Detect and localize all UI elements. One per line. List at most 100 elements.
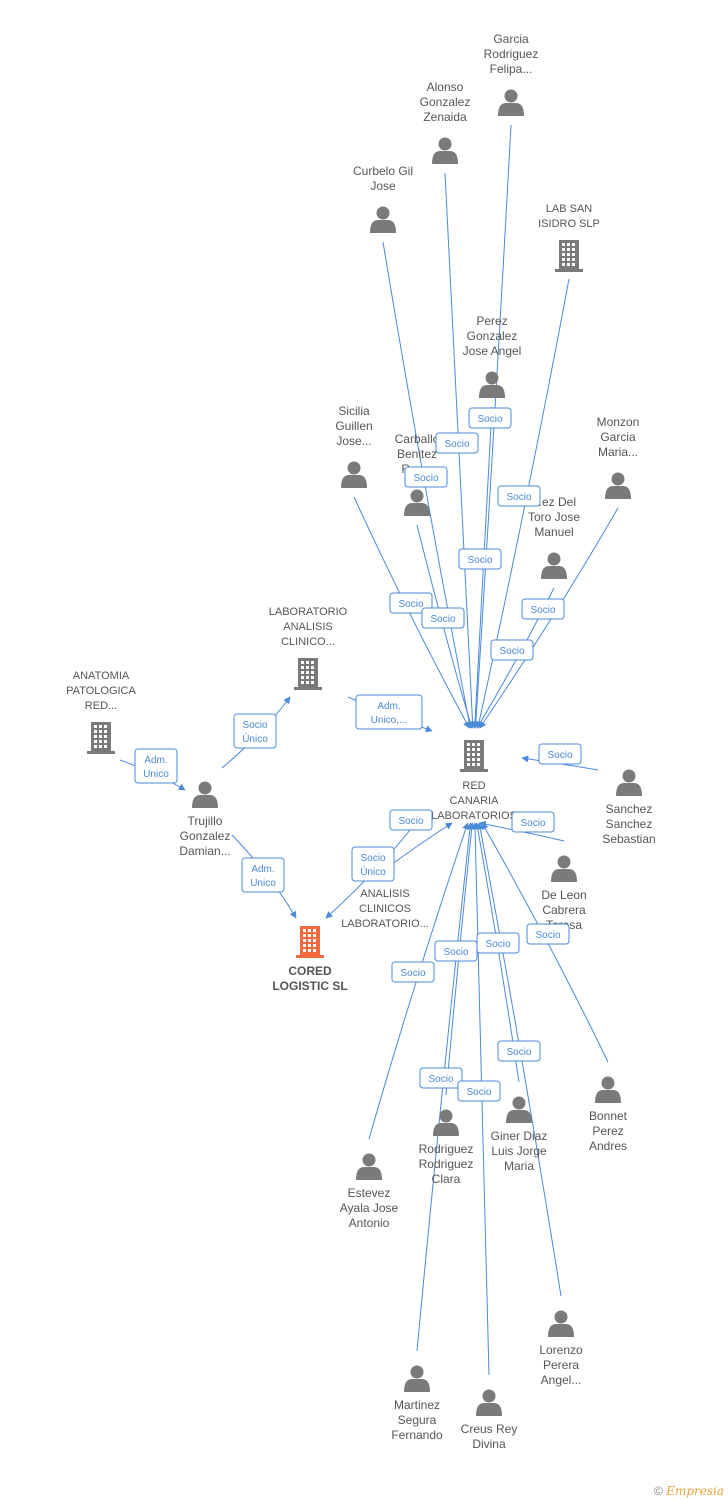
node-labanalisis[interactable]: LABORATORIOANALISISCLINICO... [269,606,348,690]
edge-label-alonso-redcanaria[interactable]: Socio [435,432,479,454]
node-label: De Leon [541,888,586,902]
node-label: ANALISIS [360,888,410,900]
edge-label-estevez-redcanaria[interactable]: Socio [391,961,435,983]
edge-label-box [389,592,433,614]
node-label: Luis Jorge [491,1144,547,1158]
node-label: Ayala Jose [340,1201,399,1215]
edge-label-analisisclinicos-redcanaria[interactable]: Socio [389,809,433,831]
node-garcia[interactable]: GarciaRodriguezFelipa... [484,32,539,116]
node-label: Perera [543,1358,579,1372]
node-label: Perez [476,314,507,328]
edge-label-text: Socio [242,720,267,731]
node-label: Jose... [336,434,371,448]
edge-label-bonnet-redcanaria[interactable]: Socio [526,923,570,945]
edge-label-text: Socio [506,492,531,503]
edge-label-box [419,1067,463,1089]
edge-label-text: Único [242,732,268,745]
node-label: Guillen [335,419,372,433]
edge-label-garcia-redcanaria[interactable]: Socio [468,407,512,429]
node-label: Segura [398,1413,437,1427]
edge-label-text: Adm. [251,864,274,875]
node-label: Carballo [395,432,440,446]
edge-label-box [355,694,423,730]
node-monzon[interactable]: MonzonGarciaMaria... [597,415,640,499]
edge-label-carballo-redcanaria[interactable]: Socio [421,607,465,629]
person-icon [541,552,567,579]
person-icon [370,206,396,233]
edge-label-curbelo-redcanaria[interactable]: Socio [404,466,448,488]
node-label: Andres [589,1139,627,1153]
person-icon [498,89,524,116]
edge-label-text: Adm. [377,701,400,712]
edge-label-box [468,407,512,429]
node-label: Trujillo [188,814,223,828]
edge-label-sicilia-redcanaria[interactable]: Socio [389,592,433,614]
node-sicilia[interactable]: SiciliaGuillenJose... [335,404,373,488]
edge-label-box [241,857,285,893]
node-label: Fernando [391,1428,443,1442]
edge-label-perez-redcanaria[interactable]: Socio [458,548,502,570]
node-anatomia[interactable]: ANATOMIAPATOLOGICARED... [66,670,137,754]
edge-label-box [404,466,448,488]
node-lorenzo[interactable]: LorenzoPereraAngel... [539,1310,583,1388]
edge-label-delToro-redcanaria[interactable]: Socio [490,639,534,661]
node-label: ANALISIS [283,621,333,633]
node-label: LABORATORIO [269,606,348,618]
edge-label-trujillo-cored[interactable]: Adm.Unico [241,857,285,893]
node-analisisclinicos[interactable]: ANALISIS CLINICOS LABORATORIO... [341,888,429,930]
node-deleon[interactable]: De LeonCabreraTeresa [541,855,587,933]
node-label: LABORATORIO... [341,918,429,930]
edge-label-text: Socio [485,939,510,950]
edge-label-text: Socio [499,646,524,657]
edge-label-labanalisis-redcanaria[interactable]: Adm.Unico,... [355,694,423,730]
edge-label-text: Socio [400,968,425,979]
edge-label-anatomia-trujillo[interactable]: Adm.Unico [134,748,178,784]
edge-label-labsanisidro-redcanaria[interactable]: Socio [497,485,541,507]
edge-label-lorenzo-redcanaria[interactable]: Socio [497,1040,541,1062]
node-label: Garcia [600,430,636,444]
edge-label-box [497,1040,541,1062]
node-trujillo[interactable]: TrujilloGonzalezDamian... [179,781,231,859]
edge-label-sanchez-redcanaria[interactable]: Socio [538,743,582,765]
edge-label-text: Unico [143,769,169,780]
person-icon [341,461,367,488]
node-label: LOGISTIC SL [272,979,347,993]
node-label: Toro Jose [528,510,580,524]
edge-label-monzon-redcanaria[interactable]: Socio [521,598,565,620]
edge-label-text: Socio [506,1047,531,1058]
edge-label-creus-redcanaria[interactable]: Socio [457,1080,501,1102]
edge-label-text: Socio [398,816,423,827]
node-label: Perez [592,1124,623,1138]
person-icon [506,1096,532,1123]
edge-label-martinez-redcanaria[interactable]: Socio [419,1067,463,1089]
person-icon [356,1153,382,1180]
node-label: Cabrera [542,903,586,917]
brand-logo-text[interactable]: Empresia [666,1484,724,1498]
person-icon [605,472,631,499]
edge-label-text: Socio [520,818,545,829]
person-icon [404,1365,430,1392]
node-label: Sanchez [606,802,653,816]
edge-label-deleon-redcanaria[interactable]: Socio [511,811,555,833]
node-label: CLINICOS [359,903,411,915]
edge-label-rodriguez-redcanaria[interactable]: Socio [434,940,478,962]
node-label: Maria... [598,445,638,459]
node-label: Alonso [427,80,464,94]
edge-label-giner-redcanaria[interactable]: Socio [476,932,520,954]
